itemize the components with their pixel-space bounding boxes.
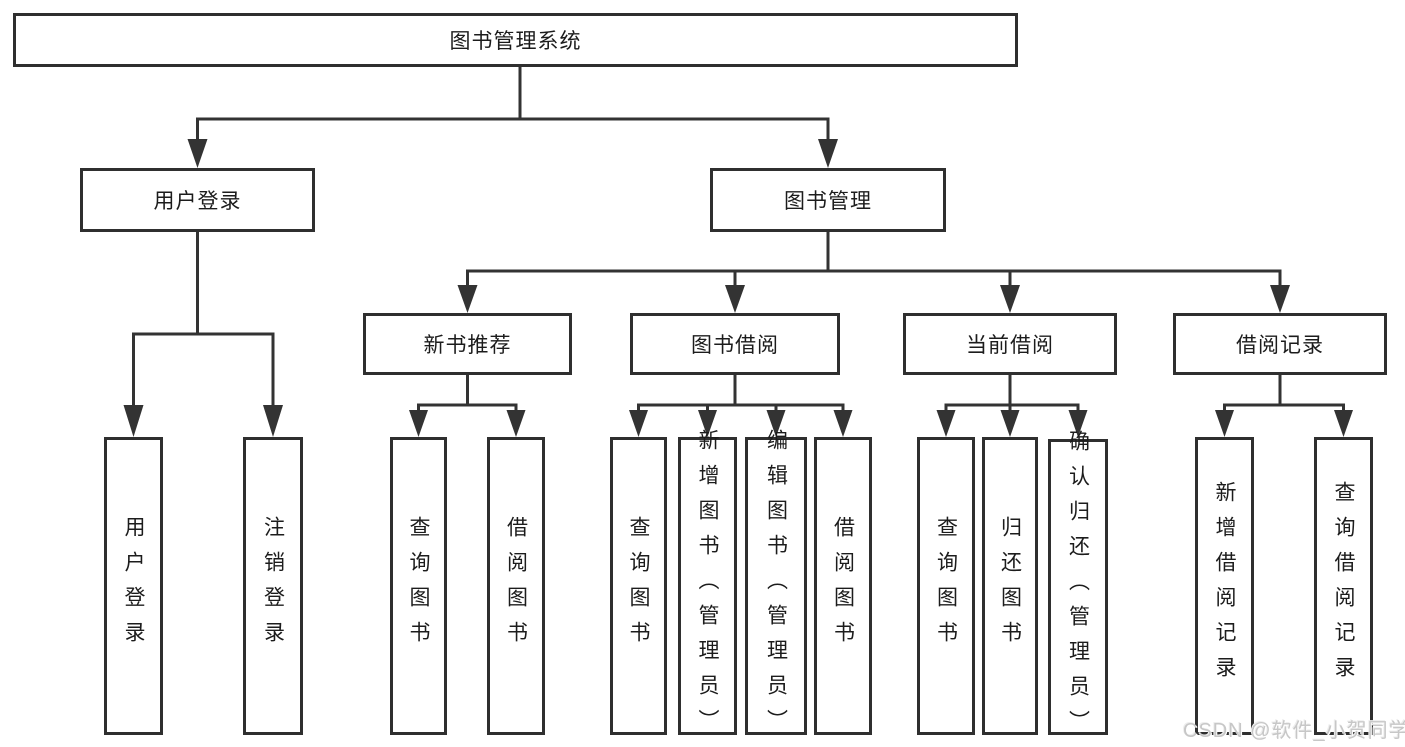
node-user-login: 用户登录 [80,168,315,232]
leaf-records-add-record: 新增借阅记录 [1195,437,1254,735]
leaf-records-query-record-label: 查询借阅记录 [1332,481,1356,691]
node-book-management-label: 图书管理 [784,190,872,213]
leaf-borrow-edit-book-admin: 编辑图书（管理员） [745,429,807,744]
node-borrow-records: 借阅记录 [1173,313,1387,375]
leaf-user-login-label: 用户登录 [122,516,146,656]
leaf-current-query-book-label: 查询图书 [934,516,958,656]
leaf-user-login: 用户登录 [104,437,163,735]
node-book-borrow: 图书借阅 [630,313,840,375]
arrowheads [123,139,1353,437]
leaf-recommend-query-book-label: 查询图书 [407,516,431,656]
csdn-watermark: CSDN @软件_小贺同学 [1183,720,1405,742]
leaf-current-confirm-return-admin-label: 确认归还（管理员） [1066,429,1090,745]
node-borrow-records-label: 借阅记录 [1236,334,1324,357]
leaf-current-return-book-label: 归还图书 [998,516,1022,656]
leaf-logout-label: 注销登录 [261,516,285,656]
node-user-login-label: 用户登录 [153,190,242,213]
node-root-label: 图书管理系统 [449,30,582,53]
leaf-current-query-book: 查询图书 [917,437,975,735]
leaf-borrow-borrow-book-label: 借阅图书 [831,516,855,656]
node-current-borrow: 当前借阅 [903,313,1117,375]
leaf-records-query-record: 查询借阅记录 [1314,437,1373,735]
node-root-system: 图书管理系统 [13,13,1018,67]
leaf-records-add-record-label: 新增借阅记录 [1213,481,1237,691]
leaf-borrow-query-book-label: 查询图书 [627,516,651,656]
leaf-borrow-query-book: 查询图书 [610,437,667,735]
leaf-current-confirm-return-admin: 确认归还（管理员） [1048,430,1108,745]
node-current-borrow-label: 当前借阅 [966,334,1054,357]
node-book-borrow-label: 图书借阅 [691,334,779,357]
leaf-current-return-book: 归还图书 [982,437,1038,735]
node-new-book-recommend: 新书推荐 [363,313,572,375]
leaf-recommend-borrow-book: 借阅图书 [487,437,545,735]
leaf-recommend-query-book: 查询图书 [390,437,447,735]
leaf-logout: 注销登录 [243,437,303,735]
leaf-borrow-edit-book-admin-label: 编辑图书（管理员） [764,428,788,744]
node-new-book-recommend-label: 新书推荐 [423,334,512,357]
leaf-borrow-add-book-admin: 新增图书（管理员） [678,429,737,744]
node-book-management: 图书管理 [710,168,946,232]
leaf-borrow-borrow-book: 借阅图书 [814,437,872,735]
leaf-recommend-borrow-book-label: 借阅图书 [504,516,528,656]
tree-edges [132,65,1345,415]
leaf-borrow-add-book-admin-label: 新增图书（管理员） [696,428,720,744]
